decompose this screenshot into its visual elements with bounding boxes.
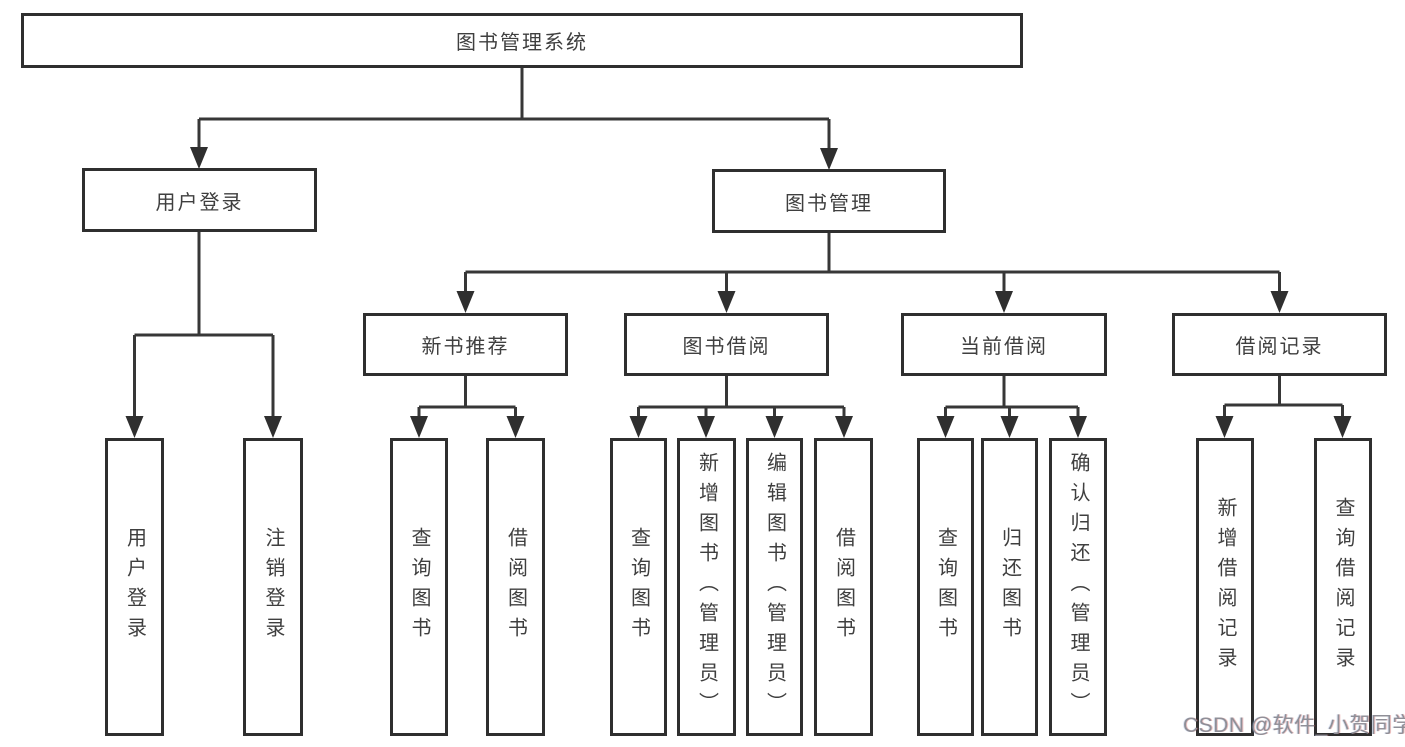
node-root-label: 图书管理系统	[456, 32, 588, 54]
leaf-add-borrow-record-label: 新增借阅记录	[1214, 497, 1236, 677]
node-borrowing-records: 借阅记录	[1172, 313, 1387, 376]
node-user-login-label: 用户登录	[155, 191, 244, 214]
node-current-borrowing: 当前借阅	[901, 313, 1107, 376]
leaf-add-book-admin: 新增图书（管理员）	[677, 438, 736, 736]
leaf-query-book-recommend: 查询图书	[390, 438, 448, 736]
node-user-login: 用户登录	[82, 168, 317, 232]
connector-shafts	[133, 68, 1344, 419]
node-new-book-recommendation: 新书推荐	[363, 313, 568, 376]
leaf-edit-book-admin: 编辑图书（管理员）	[746, 438, 803, 736]
leaf-query-borrow-record-label: 查询借阅记录	[1332, 497, 1354, 677]
leaf-query-book-recommend-label: 查询图书	[408, 527, 430, 647]
node-book-management-label: 图书管理	[785, 192, 873, 215]
leaf-logout: 注销登录	[243, 438, 303, 736]
node-new-book-recommendation-label: 新书推荐	[421, 336, 510, 358]
leaf-return-book-label: 归还图书	[998, 527, 1021, 647]
leaf-confirm-return-admin-label: 确认归还（管理员）	[1067, 452, 1089, 722]
leaf-add-book-admin-label: 新增图书（管理员）	[695, 452, 718, 722]
leaf-borrow-book-recommend: 借阅图书	[486, 438, 545, 736]
leaf-user-login-label: 用户登录	[123, 527, 146, 647]
watermark-csdn: CSDN @软件_小贺同学	[1183, 714, 1405, 737]
leaf-user-login: 用户登录	[105, 438, 164, 736]
leaf-query-book-borrow-label: 查询图书	[627, 527, 650, 647]
leaf-query-borrow-record: 查询借阅记录	[1314, 438, 1372, 736]
leaf-edit-book-admin-label: 编辑图书（管理员）	[763, 452, 786, 722]
node-current-borrowing-label: 当前借阅	[960, 336, 1048, 358]
leaf-return-book: 归还图书	[981, 438, 1038, 736]
node-borrowing-records-label: 借阅记录	[1235, 336, 1324, 358]
leaf-borrow-book-recommend-label: 借阅图书	[504, 527, 527, 647]
leaf-query-book-current-label: 查询图书	[934, 527, 957, 647]
leaf-logout-label: 注销登录	[262, 527, 284, 647]
leaf-query-book-current: 查询图书	[917, 438, 974, 736]
leaf-confirm-return-admin: 确认归还（管理员）	[1049, 438, 1107, 736]
node-root: 图书管理系统	[21, 13, 1023, 68]
node-book-borrowing-label: 图书借阅	[682, 336, 771, 358]
leaf-query-book-borrow: 查询图书	[610, 438, 667, 736]
node-book-management: 图书管理	[712, 169, 946, 233]
leaf-borrow-book-label: 借阅图书	[832, 527, 855, 647]
leaf-borrow-book: 借阅图书	[814, 438, 873, 736]
node-book-borrowing: 图书借阅	[624, 313, 829, 376]
leaf-add-borrow-record: 新增借阅记录	[1196, 438, 1254, 736]
